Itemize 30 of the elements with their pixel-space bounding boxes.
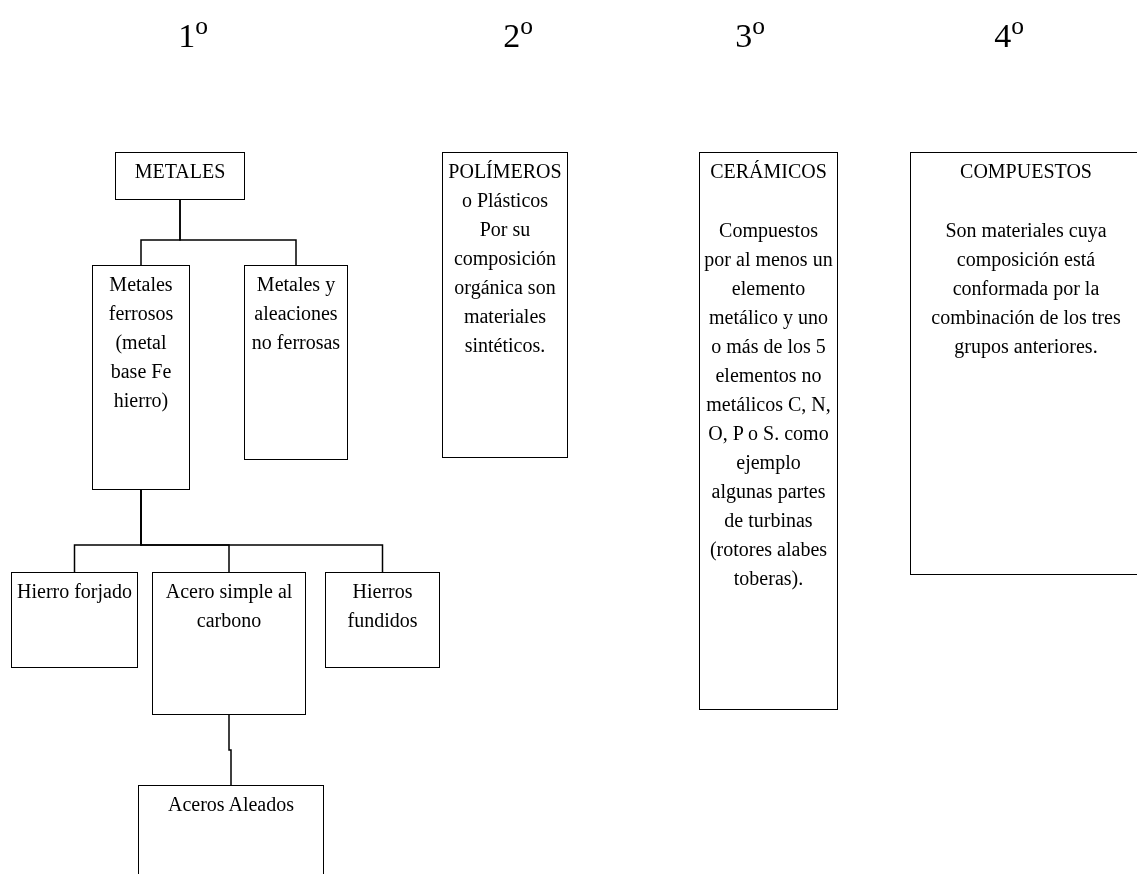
text-box <box>11 572 138 668</box>
column-number: 4$^{o}$ <box>994 14 1024 56</box>
connector-line <box>228 714 232 786</box>
connector-line <box>140 489 384 573</box>
text-box <box>325 572 440 668</box>
column-number: 2$^{o}$ <box>503 14 533 56</box>
text-box <box>138 785 324 874</box>
box-text: Compuestos por al menos un elemento metálico y uno o más de los 5 elementos no metálicos C, N, O, P o S. como ejemplo algunas partes de turbinas (rotores alabes toberas). <box>704 218 833 592</box>
column-number: 1$^{o}$ <box>178 14 208 56</box>
text-box <box>152 572 306 715</box>
box-text: Aceros Aleados <box>167 792 295 817</box>
text-box <box>92 265 190 490</box>
box-text: METALES <box>134 159 226 184</box>
box-text: Son materiales cuya composición está conformada por la combinación de los tres grupos anteriores. <box>930 218 1122 360</box>
text-box <box>699 152 838 710</box>
box-text: Hierro forjado <box>17 579 132 605</box>
box-text: Por su composición orgánica son materiales sintéticos. <box>452 217 558 358</box>
text-box <box>442 152 568 458</box>
box-text: Metales ferrosos (metal base Fe hierro) <box>107 272 175 414</box>
box-text: Metales y aleaciones no ferrosas <box>250 272 342 355</box>
box-heading: COMPUESTOS <box>960 159 1092 184</box>
text-box <box>910 152 1137 575</box>
text-box <box>244 265 348 460</box>
text-box <box>115 152 245 200</box>
box-heading: CERÁMICOS <box>710 159 827 184</box>
connector-line <box>179 199 297 266</box>
box-heading: POLÍMEROS o Plásticos <box>447 159 563 213</box>
column-number: 3$^{o}$ <box>735 14 765 56</box>
box-text: Hierros fundidos <box>346 579 419 633</box>
box-text: Acero simple al carbono <box>164 579 294 633</box>
